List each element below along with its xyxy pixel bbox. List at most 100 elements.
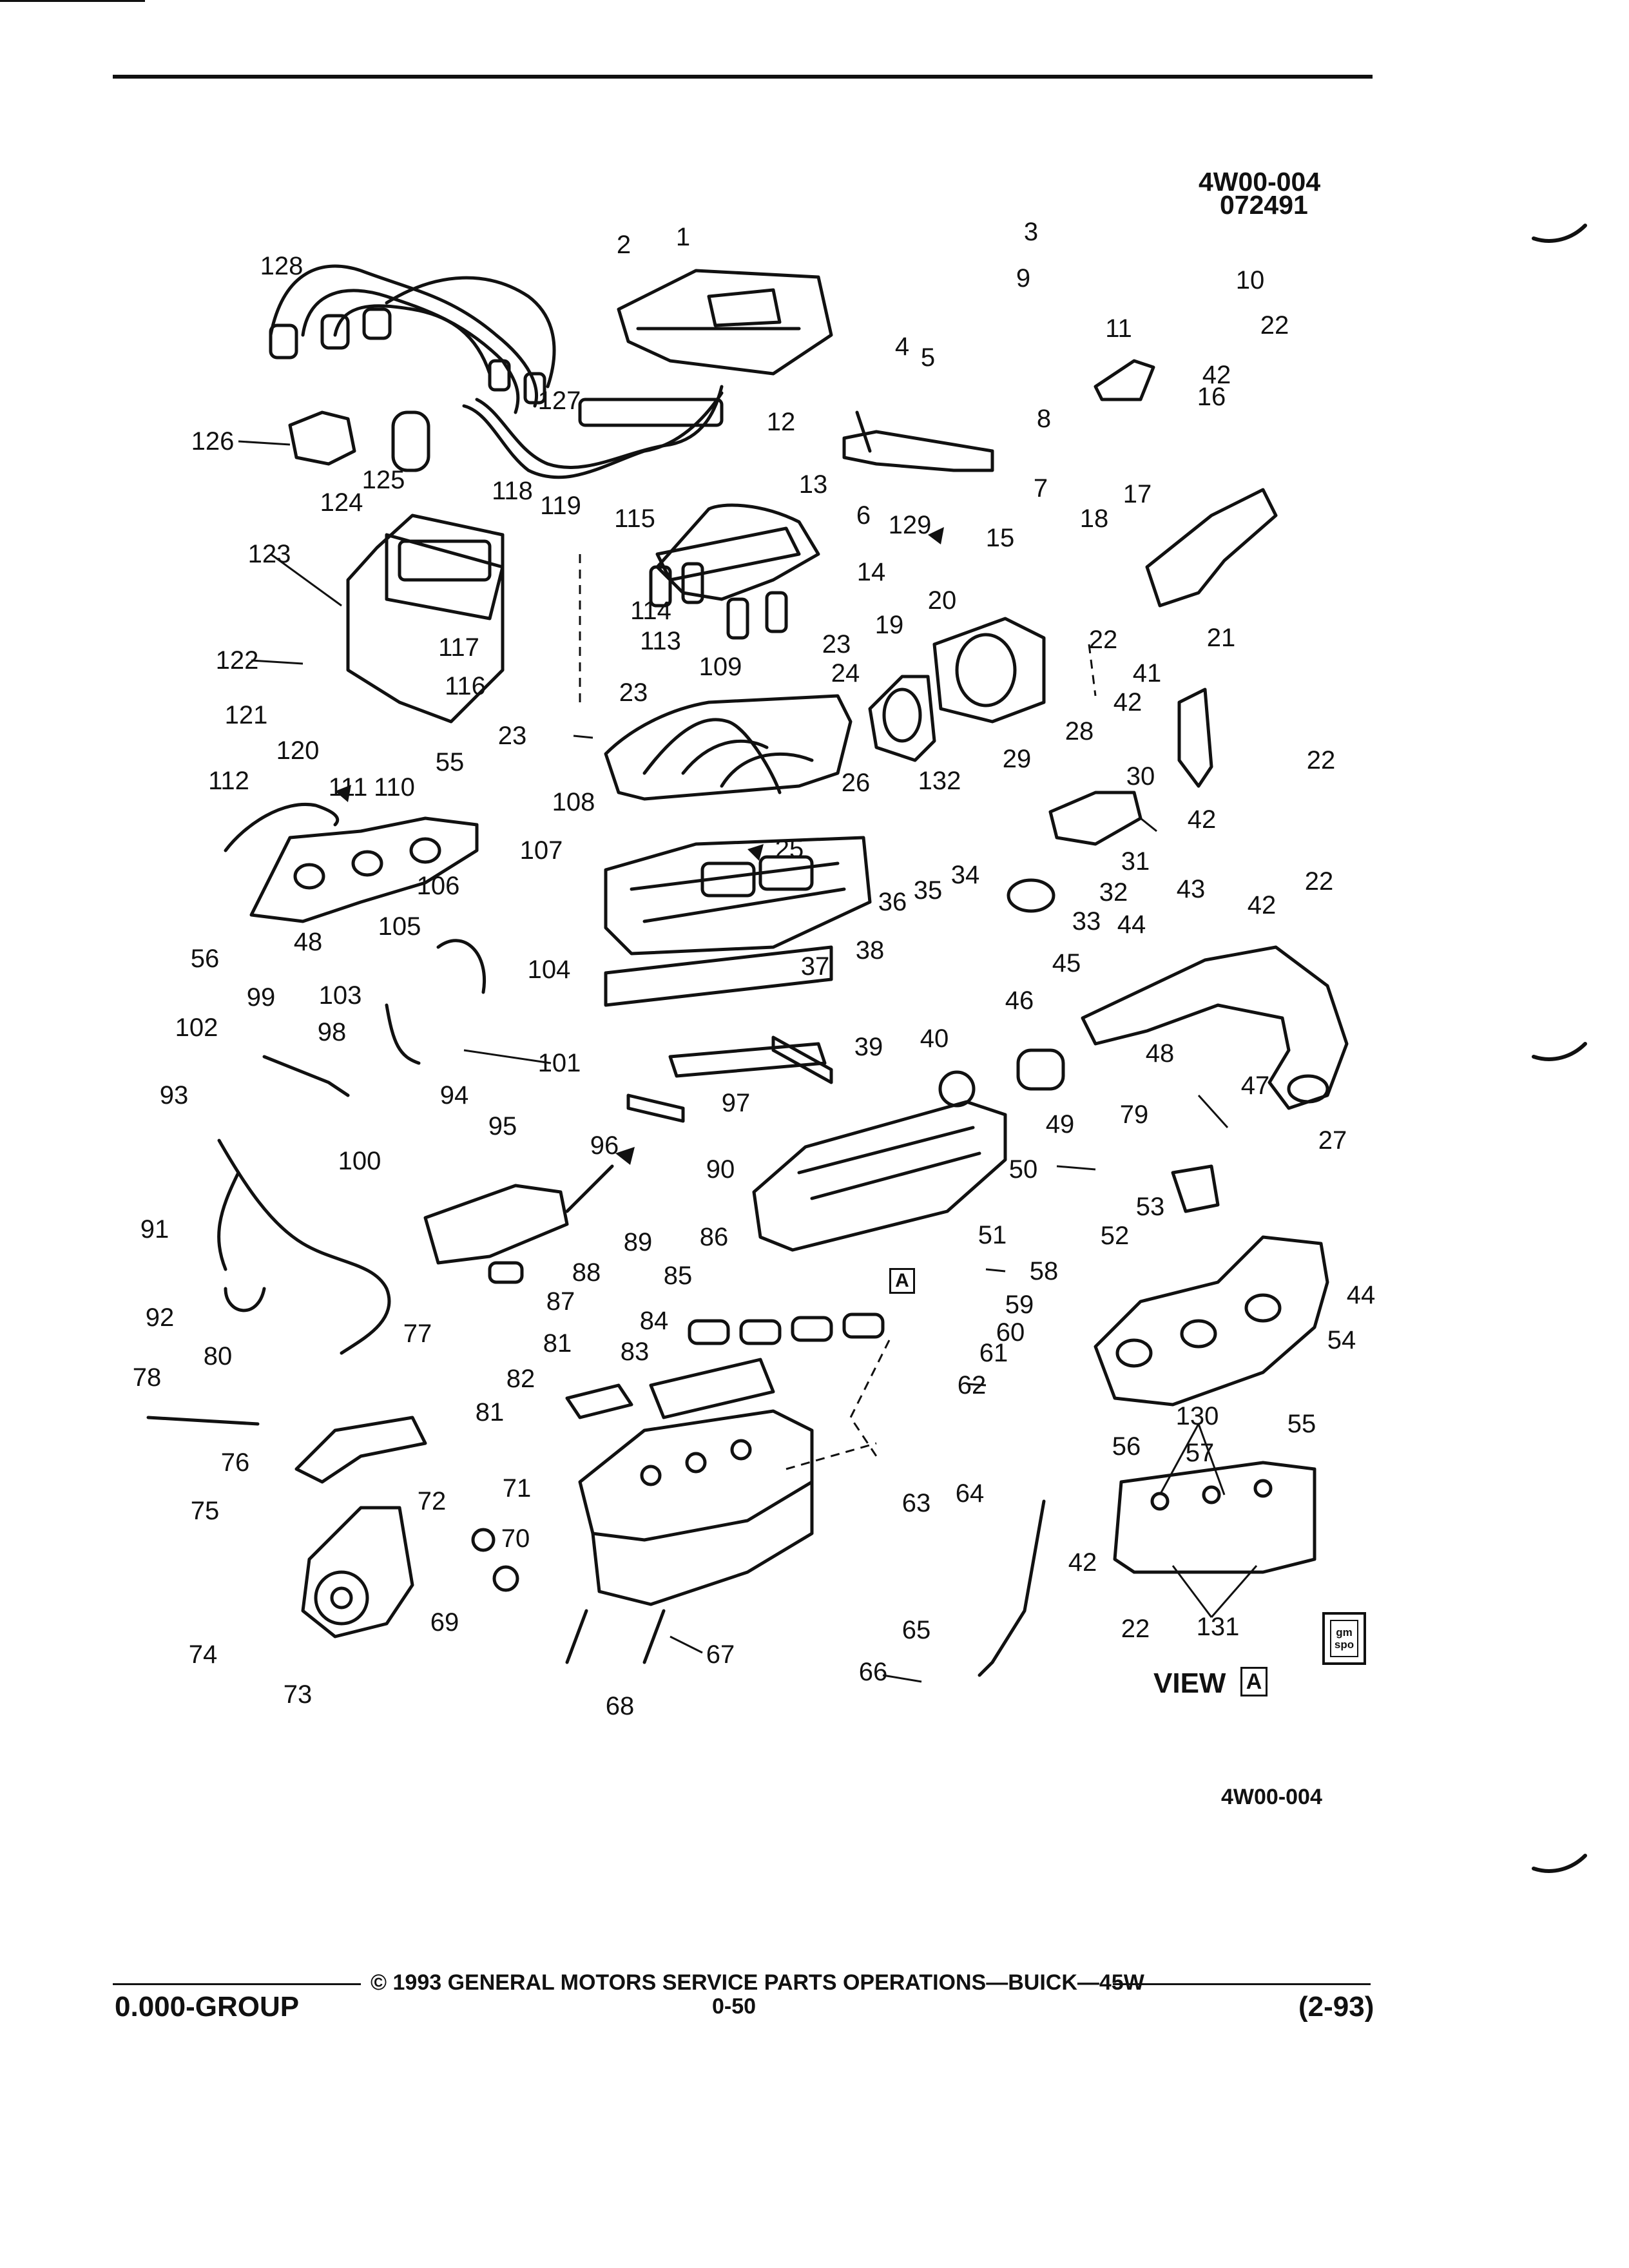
callout-103: 103 [318, 981, 362, 1010]
callout-31: 31 [1121, 847, 1150, 876]
callout-129: 129 [888, 511, 932, 539]
callout-56: 56 [190, 945, 220, 973]
callout-42: 42 [1202, 361, 1231, 389]
callout-93: 93 [159, 1081, 189, 1110]
callout-107: 107 [519, 836, 563, 865]
view-letter-box: A [1240, 1667, 1268, 1696]
callout-22: 22 [1121, 1615, 1150, 1643]
callout-11: 11 [1105, 314, 1132, 343]
callout-120: 120 [276, 736, 320, 765]
lower-intake-manifold [604, 836, 872, 956]
callout-10: 10 [1235, 266, 1265, 294]
callout-65: 65 [901, 1616, 931, 1644]
callout-112: 112 [208, 767, 249, 795]
bracket-41 [1177, 687, 1213, 788]
callout-75: 75 [190, 1497, 220, 1525]
callout-16: 16 [1197, 383, 1226, 411]
footer-rule-right [1113, 1983, 1371, 1985]
callout-30: 30 [1126, 762, 1155, 791]
callout-76: 76 [220, 1448, 250, 1477]
callout-44: 44 [1117, 910, 1146, 939]
callout-41: 41 [1132, 659, 1162, 687]
figure-id-bottom: 4W00-004 [1221, 1785, 1322, 1809]
callout-85: 85 [663, 1262, 693, 1290]
callout-23: 23 [497, 722, 527, 750]
ignition-coil-pack [346, 514, 505, 724]
callout-29: 29 [1002, 745, 1032, 773]
callout-132: 132 [918, 767, 961, 795]
callout-95: 95 [488, 1112, 517, 1140]
callout-90: 90 [706, 1155, 735, 1184]
callout-20: 20 [927, 586, 957, 615]
callout-22: 22 [1260, 311, 1289, 340]
exhaust-manifold-right [1094, 1235, 1329, 1407]
fuel-rail-injectors [649, 503, 820, 640]
callout-9: 9 [1016, 264, 1031, 293]
intake-elbow [1081, 945, 1349, 1110]
callout-115: 115 [614, 505, 655, 533]
callout-35: 35 [913, 876, 943, 905]
callout-43: 43 [1176, 875, 1206, 903]
oil-level-tube [978, 1499, 1046, 1677]
rocker-pedestal [649, 1358, 775, 1419]
callout-89: 89 [623, 1228, 653, 1256]
callout-15: 15 [985, 524, 1015, 552]
sleeve-125 [391, 410, 430, 472]
bracket-79 [1171, 1164, 1220, 1213]
callout-45: 45 [1052, 949, 1081, 977]
callout-19: 19 [874, 611, 904, 639]
callout-131: 131 [1196, 1613, 1240, 1641]
callout-97: 97 [721, 1089, 751, 1117]
callout-70: 70 [501, 1524, 530, 1553]
belt-tensioner [301, 1506, 414, 1639]
callout-37: 37 [800, 952, 830, 981]
callout-87: 87 [546, 1287, 575, 1316]
callout-23: 23 [619, 678, 648, 707]
callout-52: 52 [1100, 1222, 1130, 1250]
callout-99: 99 [246, 983, 276, 1012]
rocker-arms [688, 1312, 885, 1345]
callout-1: 1 [675, 223, 691, 251]
callout-110: 110 [374, 773, 415, 802]
callout-42: 42 [1068, 1548, 1097, 1577]
callout-4: 4 [894, 332, 910, 361]
callout-48: 48 [1145, 1039, 1175, 1068]
callout-8: 8 [1036, 405, 1052, 433]
callout-53: 53 [1135, 1193, 1165, 1221]
callout-61: 61 [979, 1339, 1008, 1367]
callout-22: 22 [1306, 746, 1336, 774]
exhaust-manifold-left [249, 816, 479, 923]
callout-88: 88 [572, 1258, 601, 1287]
callout-118: 118 [492, 477, 533, 505]
seal-46 [1016, 1048, 1065, 1091]
cylinder-head [578, 1409, 814, 1606]
heat-shield [423, 1184, 569, 1265]
callout-49: 49 [1045, 1110, 1075, 1139]
callout-84: 84 [639, 1307, 669, 1335]
callout-98: 98 [317, 1018, 347, 1046]
callout-74: 74 [188, 1640, 218, 1669]
bracket-76 [294, 1416, 427, 1484]
callout-54: 54 [1327, 1326, 1356, 1354]
callout-14: 14 [856, 558, 886, 586]
hose-106 [436, 939, 486, 994]
callout-2: 2 [616, 231, 631, 259]
top-edge-mark [0, 0, 145, 2]
callout-42: 42 [1247, 891, 1277, 919]
engine-cover [617, 269, 833, 376]
callout-125: 125 [361, 466, 405, 494]
callout-12: 12 [766, 408, 796, 436]
callout-106: 106 [416, 872, 460, 900]
callout-82: 82 [506, 1365, 535, 1393]
callout-127: 127 [537, 387, 581, 415]
callout-7: 7 [1033, 474, 1048, 503]
callout-80: 80 [203, 1342, 233, 1370]
callout-39: 39 [854, 1033, 883, 1061]
callout-26: 26 [841, 769, 871, 797]
callout-59: 59 [1005, 1291, 1034, 1319]
callout-48: 48 [293, 928, 323, 956]
callout-68: 68 [605, 1692, 635, 1720]
callout-94: 94 [439, 1081, 469, 1110]
lifter [488, 1261, 524, 1284]
